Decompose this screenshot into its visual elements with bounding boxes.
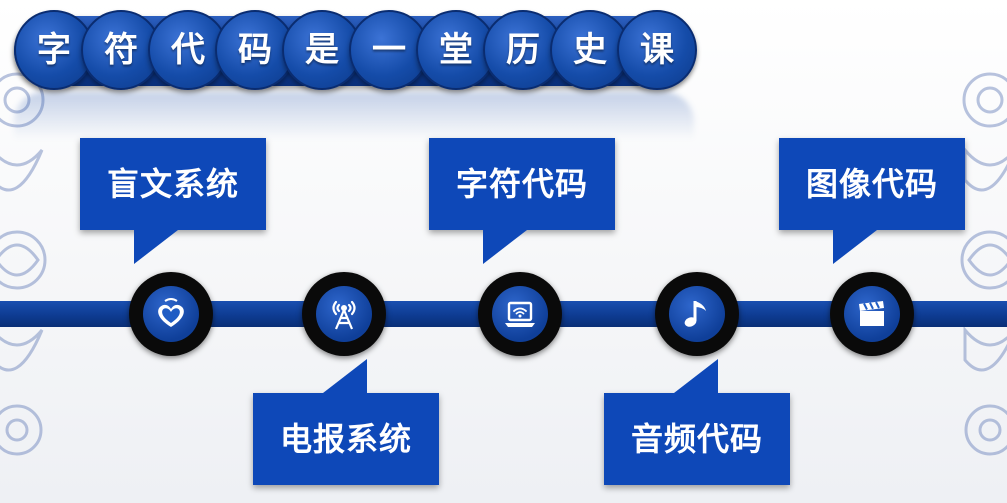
timeline-node-character[interactable]	[478, 272, 562, 356]
callout-character-code[interactable]: 字符代码	[429, 138, 615, 264]
heart-pendant-icon	[158, 298, 184, 327]
porcelain-ornament-right	[960, 72, 1007, 456]
title-char: 一	[349, 10, 429, 90]
title-char: 代	[148, 10, 228, 90]
title-char: 符	[81, 10, 161, 90]
callout-braille-system[interactable]: 盲文系统	[80, 138, 266, 264]
laptop-wifi-icon	[505, 301, 535, 327]
title-char: 是	[282, 10, 362, 90]
timeline-node-image[interactable]	[830, 272, 914, 356]
timeline-node-braille[interactable]	[129, 272, 213, 356]
title-reflection	[14, 92, 694, 140]
music-note-icon	[684, 301, 706, 327]
title-char: 码	[215, 10, 295, 90]
clapperboard-icon	[859, 301, 884, 326]
title-char: 堂	[416, 10, 496, 90]
radio-tower-icon	[332, 300, 356, 330]
timeline-node-telegraph[interactable]	[302, 272, 386, 356]
title-char: 课	[617, 10, 697, 90]
timeline-node-audio[interactable]	[655, 272, 739, 356]
title-char: 历	[483, 10, 563, 90]
callout-telegraph-system[interactable]: 电报系统	[253, 359, 439, 485]
callout-audio-code[interactable]: 音频代码	[604, 359, 790, 485]
porcelain-ornament-left	[0, 72, 47, 456]
callout-image-code[interactable]: 图像代码	[779, 138, 965, 264]
page-title: 字 符 代 码 是 一 堂 历 史 课	[14, 10, 697, 92]
